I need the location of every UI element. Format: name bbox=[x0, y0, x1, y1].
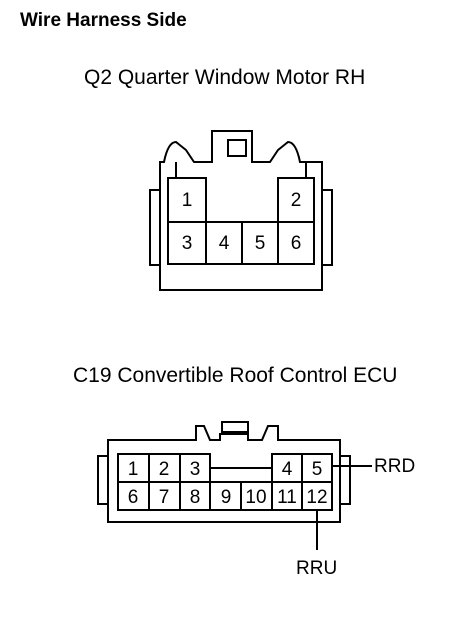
c19-pin-labels: 1 2 3 4 5 6 7 8 9 10 11 12 bbox=[128, 459, 328, 508]
q2-right-flange bbox=[321, 189, 333, 266]
c19-right-flange bbox=[339, 455, 351, 505]
q2-pin-labels: 1 2 3 4 5 6 bbox=[182, 190, 302, 254]
q2-pin-3: 3 bbox=[182, 233, 193, 254]
q2-pin-5: 5 bbox=[255, 233, 266, 254]
c19-connector bbox=[97, 421, 351, 523]
rrd-wire-label: RRD bbox=[374, 456, 415, 477]
q2-pin-6: 6 bbox=[291, 233, 302, 254]
rru-wire-label: RRU bbox=[296, 558, 337, 579]
c19-pin-3: 3 bbox=[190, 459, 201, 480]
c19-pin-11: 11 bbox=[277, 487, 297, 508]
c19-cavity-outline bbox=[117, 453, 333, 511]
c19-pin-5: 5 bbox=[312, 459, 323, 480]
q2-left-flange bbox=[149, 189, 161, 266]
page-heading: Wire Harness Side bbox=[20, 10, 187, 31]
c19-pin-4: 4 bbox=[282, 459, 293, 480]
c19-pin-1: 1 bbox=[128, 459, 139, 480]
c19-pin-12: 12 bbox=[306, 487, 327, 508]
c19-lock-bar bbox=[221, 421, 249, 433]
q2-pin-1: 1 bbox=[182, 190, 193, 211]
q2-lock-tab bbox=[227, 139, 247, 157]
q2-connector bbox=[149, 130, 333, 291]
c19-pin-7: 7 bbox=[159, 487, 170, 508]
c19-pin-9: 9 bbox=[221, 487, 232, 508]
c19-pin-10: 10 bbox=[245, 487, 266, 508]
c19-pin-8: 8 bbox=[190, 487, 201, 508]
q2-connector-title: Q2 Quarter Window Motor RH bbox=[84, 66, 366, 89]
q2-housing-outline bbox=[159, 130, 323, 291]
c19-connector-title: C19 Convertible Roof Control ECU bbox=[73, 364, 398, 387]
c19-pin-2: 2 bbox=[159, 459, 170, 480]
q2-cavity-outline bbox=[167, 177, 315, 265]
c19-pin-6: 6 bbox=[128, 487, 139, 508]
q2-pin-4: 4 bbox=[219, 233, 230, 254]
c19-wire-leaders bbox=[316, 465, 372, 550]
c19-left-flange bbox=[97, 455, 109, 505]
q2-pin-2: 2 bbox=[291, 190, 302, 211]
